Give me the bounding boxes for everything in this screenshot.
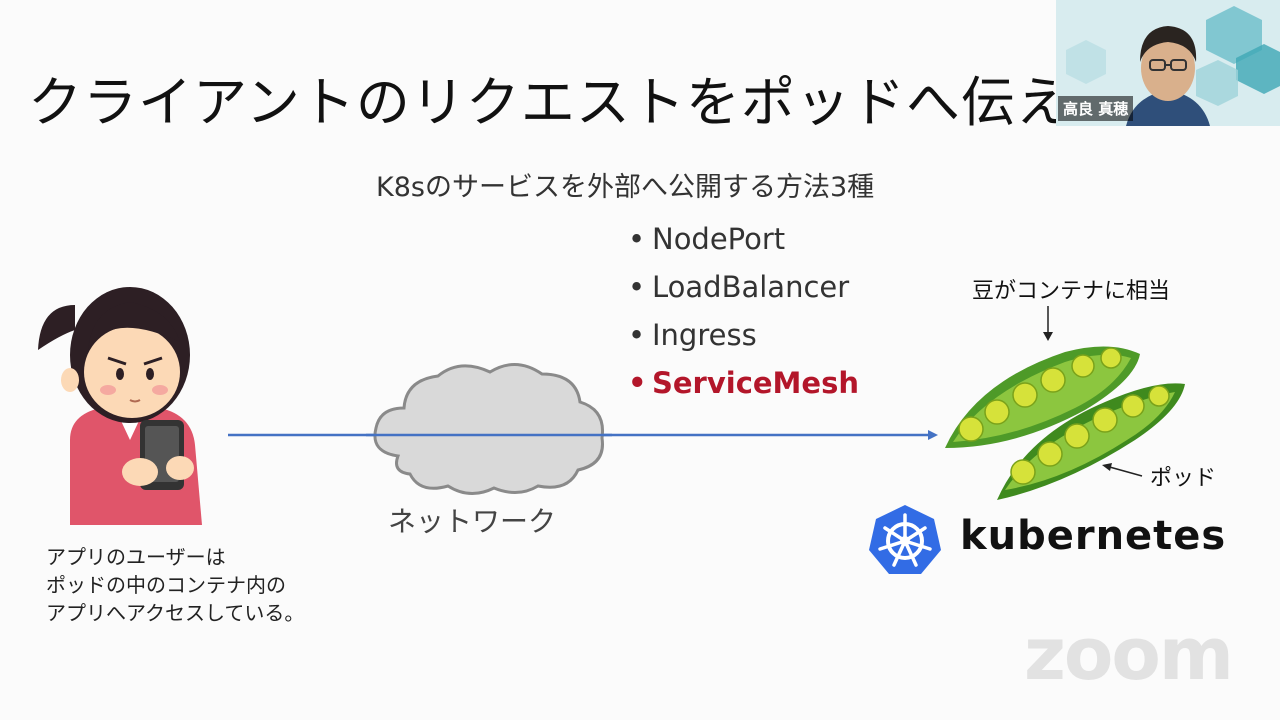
method-item-nodeport: •NodePort bbox=[628, 222, 786, 256]
pea-container-label: 豆がコンテナに相当 bbox=[972, 279, 1171, 304]
slide-title: クライアントのリクエストをポッドへ伝える bbox=[28, 71, 1125, 134]
slide-subtitle: K8sのサービスを外部へ公開する方法3種 bbox=[376, 172, 875, 203]
method-item-loadbalancer: •LoadBalancer bbox=[628, 270, 850, 304]
network-label: ネットワーク bbox=[388, 505, 557, 538]
pea-label-arrow bbox=[1043, 306, 1053, 341]
method-item-ingress: •Ingress bbox=[628, 318, 757, 352]
user-note-line: ポッドの中のコンテナ内の bbox=[46, 573, 286, 597]
participant-name-label: 高良 真穂 bbox=[1058, 96, 1134, 121]
zoom-watermark: zoom bbox=[1024, 612, 1234, 696]
request-arrow-overlay bbox=[366, 433, 612, 437]
kubernetes-helm-icon bbox=[869, 505, 941, 574]
speaker-video-feed-icon bbox=[1056, 0, 1280, 126]
user-note-line: アプリのユーザーは bbox=[46, 545, 226, 569]
speaker-video-thumbnail[interactable]: 高良 真穂 bbox=[1056, 0, 1280, 126]
user-illustration-icon bbox=[38, 287, 202, 525]
user-note: アプリのユーザーは ポッドの中のコンテナ内の アプリへアクセスしている。 bbox=[46, 543, 304, 627]
pea-pod-illustration-icon bbox=[945, 346, 1185, 500]
pod-label: ポッド bbox=[1150, 466, 1217, 491]
pod-label-arrow bbox=[1102, 463, 1143, 477]
kubernetes-wordmark: kubernetes bbox=[960, 513, 1227, 559]
method-item-servicemesh: •ServiceMesh bbox=[628, 366, 859, 400]
exposure-methods-list: •NodePort •LoadBalancer •Ingress •Servic… bbox=[628, 216, 859, 408]
cloud-icon bbox=[373, 363, 605, 495]
user-note-line: アプリへアクセスしている。 bbox=[46, 601, 305, 625]
